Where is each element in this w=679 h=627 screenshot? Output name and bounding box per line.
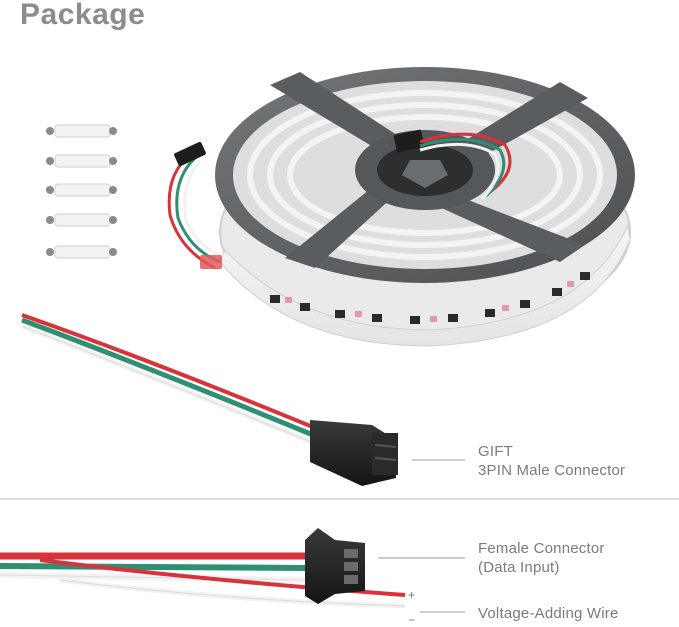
male-connector-image (21, 313, 398, 486)
female-label-line1: Female Connector (478, 540, 605, 557)
strip-outer-edge (219, 223, 631, 347)
gift-label: GIFT 3PIN Male Connector (478, 442, 625, 480)
female-label-line2: (Data Input) (478, 559, 560, 576)
led-strip-reel-image (167, 67, 635, 347)
page-title: Package (20, 0, 146, 31)
minus-sign: − (408, 613, 416, 627)
mounting-clip-icon (46, 183, 117, 197)
female-connector-label: Female Connector (Data Input) (478, 539, 605, 577)
gift-label-line1: GIFT (478, 443, 513, 460)
female-connector-image (0, 528, 406, 609)
mounting-clip-icon (46, 124, 117, 138)
mounting-clip-icon (46, 154, 117, 168)
voltage-wire-label: Voltage-Adding Wire (478, 605, 619, 622)
led-chips (270, 272, 590, 324)
gift-label-line2: 3PIN Male Connector (478, 462, 626, 479)
mounting-clip-icon (46, 245, 117, 259)
reel-spokes (270, 72, 588, 268)
mounting-clip-icon (46, 213, 117, 227)
mounting-clips (46, 124, 117, 259)
plus-sign: + (408, 588, 416, 602)
